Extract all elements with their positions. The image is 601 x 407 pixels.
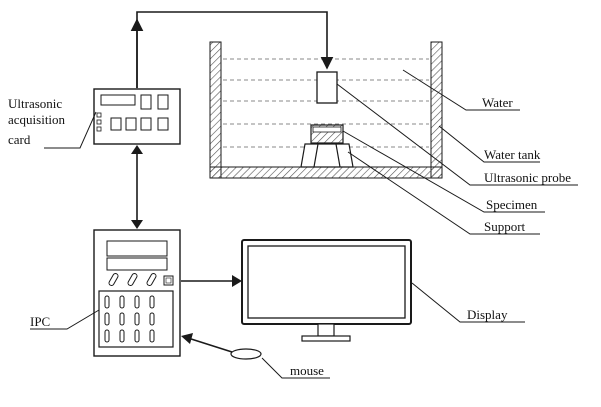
label-ultrasonic-probe: Ultrasonic probe bbox=[484, 170, 571, 185]
label-acquisition-card-line3: card bbox=[8, 132, 31, 147]
water-lines bbox=[223, 58, 429, 148]
label-specimen: Specimen bbox=[486, 197, 538, 212]
leader-water bbox=[402, 69, 520, 111]
tank-right-wall bbox=[430, 41, 443, 179]
acquisition-card bbox=[93, 88, 181, 145]
leader-specimen bbox=[342, 130, 545, 213]
leader-support bbox=[347, 151, 540, 235]
mouse bbox=[230, 348, 262, 360]
card-ipc-link bbox=[131, 145, 143, 229]
specimen bbox=[310, 124, 344, 144]
label-acquisition-card-line1: Ultrasonic bbox=[8, 96, 62, 111]
leader-probe bbox=[336, 83, 578, 186]
label-display: Display bbox=[467, 307, 508, 322]
label-water-tank: Water tank bbox=[484, 147, 541, 162]
tank-left-wall bbox=[209, 41, 222, 179]
leader-mouse bbox=[261, 357, 330, 379]
display-monitor bbox=[241, 239, 412, 342]
tank-bottom bbox=[209, 166, 443, 179]
leader-ipc bbox=[30, 309, 100, 330]
label-support: Support bbox=[484, 219, 526, 234]
label-ipc: IPC bbox=[30, 314, 50, 329]
support bbox=[300, 143, 354, 168]
label-water: Water bbox=[482, 95, 513, 110]
label-mouse: mouse bbox=[290, 363, 324, 378]
leader-acquisition-card bbox=[44, 111, 97, 149]
ipc-display-link bbox=[181, 275, 242, 287]
label-acquisition-card-line2: acquisition bbox=[8, 112, 66, 127]
ipc-computer bbox=[93, 229, 181, 357]
leader-display bbox=[411, 282, 525, 323]
ultrasonic-probe bbox=[316, 71, 338, 104]
mouse-cable-arrow bbox=[181, 333, 233, 353]
leader-water-tank bbox=[438, 125, 540, 163]
